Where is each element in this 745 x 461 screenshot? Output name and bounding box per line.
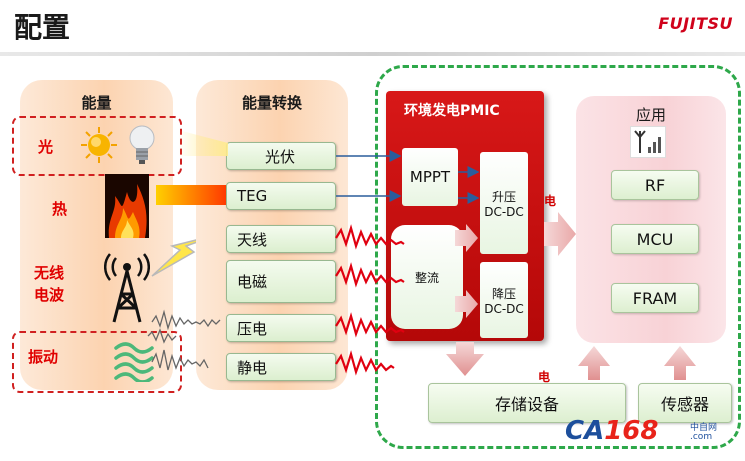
lightning-icon — [148, 232, 222, 278]
mcu-box: MCU — [611, 224, 699, 254]
mppt-box: MPPT — [402, 148, 458, 206]
watermark-cn: 中自网 — [690, 423, 718, 433]
radio-tower-icon — [103, 252, 151, 324]
radio-wave-source-label: 无线电波 — [34, 262, 74, 306]
vibration-icon — [114, 340, 154, 384]
watermark: CA168 — [565, 416, 658, 446]
fujitsu-logo: FUJITSU — [658, 14, 733, 33]
vibration-source-label: 振动 — [28, 348, 59, 366]
energy-source-heading: 能量 — [81, 94, 112, 112]
piezoelectric-box: 压电 — [226, 314, 336, 342]
rf-box: RF — [611, 170, 699, 200]
bulb-icon — [128, 124, 156, 166]
vibration-source-highlight — [12, 331, 182, 393]
photovoltaic-box: 光伏 — [226, 142, 336, 170]
page-title: 配置 — [14, 11, 71, 44]
pmic-to-storage-arrow — [446, 342, 484, 376]
fire-icon — [105, 174, 149, 238]
buck-dcdc-box: 降压 DC-DC — [480, 262, 528, 338]
boost-dcdc-box: 升压 DC-DC — [480, 152, 528, 254]
fram-box: FRAM — [611, 283, 699, 313]
energy-conversion-heading: 能量转换 — [241, 94, 302, 112]
header-divider — [0, 52, 745, 56]
antenna-signal-icon — [630, 126, 666, 158]
electrostatic-box: 静电 — [226, 353, 336, 381]
vibration-waves — [147, 309, 221, 371]
pmic-to-app-arrow — [544, 212, 576, 256]
storage-box: 存储设备 — [428, 383, 626, 423]
rf-signal-waves — [335, 224, 405, 376]
pmic-title: 环境发电PMIC — [404, 103, 500, 119]
watermark-ca: CA — [565, 416, 605, 446]
teg-box: TEG — [226, 182, 336, 210]
rectifier-to-buck-arrow — [455, 290, 478, 318]
power-label-right: 电 — [544, 194, 557, 208]
sun-icon — [80, 126, 118, 164]
heat-bar — [156, 185, 226, 205]
antenna-box: 天线 — [226, 225, 336, 253]
light-source-label: 光 — [38, 138, 54, 156]
rectifier-to-boost-arrow — [455, 224, 478, 252]
application-heading: 应用 — [635, 106, 666, 124]
sensor-to-app-arrow — [664, 346, 696, 380]
electromagnetic-box: 电磁 — [226, 260, 336, 303]
system-boundary — [375, 65, 741, 449]
power-label-bottom: 电 — [538, 370, 551, 384]
watermark-168: 168 — [604, 416, 659, 446]
radio-wave-text: 无线电波 — [34, 264, 65, 304]
watermark-suffix: .com — [690, 432, 713, 442]
sensor-box: 传感器 — [638, 383, 732, 423]
heat-source-label: 热 — [52, 200, 68, 218]
storage-to-app-arrow — [578, 346, 610, 380]
